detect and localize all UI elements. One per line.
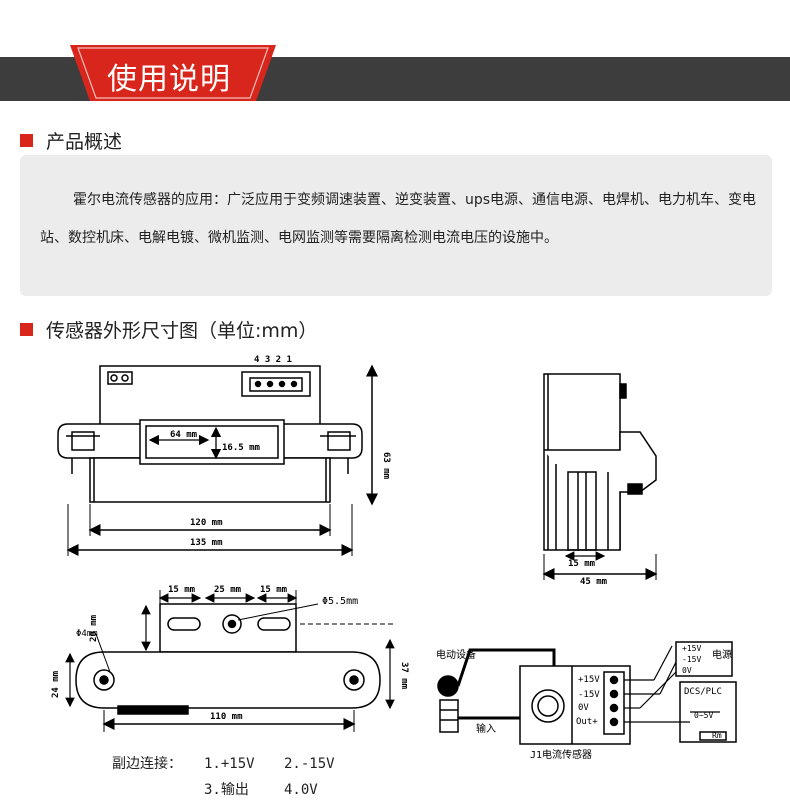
section-bullet-icon bbox=[20, 134, 33, 147]
pin-numbers: 4 3 2 1 bbox=[254, 355, 292, 365]
dim-135: 135 mm bbox=[190, 538, 223, 548]
section-overview-heading: 产品概述 bbox=[20, 127, 122, 154]
wiring-sensor-label: J1电流传感器 bbox=[530, 748, 592, 761]
section-bullet-icon bbox=[20, 323, 33, 336]
section-dimensions-heading: 传感器外形尺寸图（单位:mm） bbox=[20, 316, 317, 343]
header-tab-shape bbox=[70, 45, 276, 101]
terminal-plus15: +15V bbox=[578, 675, 600, 685]
dim-24: 24 mm bbox=[51, 670, 61, 698]
pin-legend-2: 2.-15V bbox=[284, 756, 335, 772]
dim-hole-4: Φ4mm bbox=[76, 629, 98, 639]
dcs-plc-label: DCS/PLC bbox=[684, 687, 722, 697]
side-view bbox=[542, 373, 658, 580]
pin-legend-4: 4.0V bbox=[284, 782, 318, 798]
terminal-0v: 0V bbox=[578, 703, 589, 713]
section-overview-title: 产品概述 bbox=[46, 131, 123, 153]
dim-top-15a: 15 mm bbox=[168, 585, 196, 595]
dim-top-25: 25 mm bbox=[214, 585, 242, 595]
wiring-diagram bbox=[437, 641, 737, 745]
ps-label: 电源 bbox=[712, 648, 732, 661]
dim-120: 120 mm bbox=[190, 518, 223, 528]
dim-hole-5-5: Φ5.5mm bbox=[322, 596, 358, 607]
dim-side-15: 15 mm bbox=[568, 559, 596, 569]
terminal-out: Out+ bbox=[576, 717, 598, 727]
dim-top-15b: 15 mm bbox=[260, 585, 288, 595]
overview-body: ：广泛应用于变频调速装置、逆变装置、ups电源、通信电源、电焊机、电力机车、变电… bbox=[40, 192, 757, 246]
section-dimensions-title: 传感器外形尺寸图（单位:mm） bbox=[46, 320, 318, 342]
rm-label: Rm bbox=[712, 731, 722, 740]
header-tab: 使用说明 bbox=[70, 45, 276, 101]
overview-lead: 霍尔电流传感器的应用 bbox=[73, 192, 213, 208]
dim-110: 110 mm bbox=[210, 712, 243, 722]
ps-plus15: +15V bbox=[682, 644, 701, 653]
wiring-device-label: 电动设备 bbox=[436, 648, 476, 661]
pin-legend-1: 1.+15V bbox=[204, 756, 255, 772]
dim-side-45: 45 mm bbox=[580, 577, 608, 587]
dim-37: 37 mm bbox=[399, 662, 409, 690]
pin-legend-label: 副边连接： bbox=[112, 755, 182, 772]
ps-minus15: -15V bbox=[682, 655, 701, 664]
pin-connector-icon bbox=[241, 371, 311, 397]
overview-box: 霍尔电流传感器的应用：广泛应用于变频调速装置、逆变装置、ups电源、通信电源、电… bbox=[20, 155, 772, 296]
wiring-input-label: 输入 bbox=[476, 722, 496, 735]
page-title: 使用说明 bbox=[107, 62, 231, 97]
dimension-drawing: 4 3 2 1 64 mm 16.5 mm 63 mm 120 mm 135 m… bbox=[51, 355, 737, 798]
top-view bbox=[65, 590, 396, 732]
dim-16-5: 16.5 mm bbox=[222, 443, 261, 453]
screw-terminal-icon bbox=[107, 371, 133, 385]
dim-63: 63 mm bbox=[381, 452, 391, 480]
front-view bbox=[57, 364, 378, 556]
ps-0v: 0V bbox=[682, 666, 692, 675]
dim-20: 20 mm bbox=[89, 614, 99, 642]
dim-64: 64 mm bbox=[170, 430, 198, 440]
pin-legend-3: 3.输出 bbox=[204, 782, 249, 798]
range-label: 0~5V bbox=[694, 711, 713, 720]
terminal-minus15: -15V bbox=[578, 690, 600, 700]
overview-text: 霍尔电流传感器的应用：广泛应用于变频调速装置、逆变装置、ups电源、通信电源、电… bbox=[40, 181, 760, 257]
